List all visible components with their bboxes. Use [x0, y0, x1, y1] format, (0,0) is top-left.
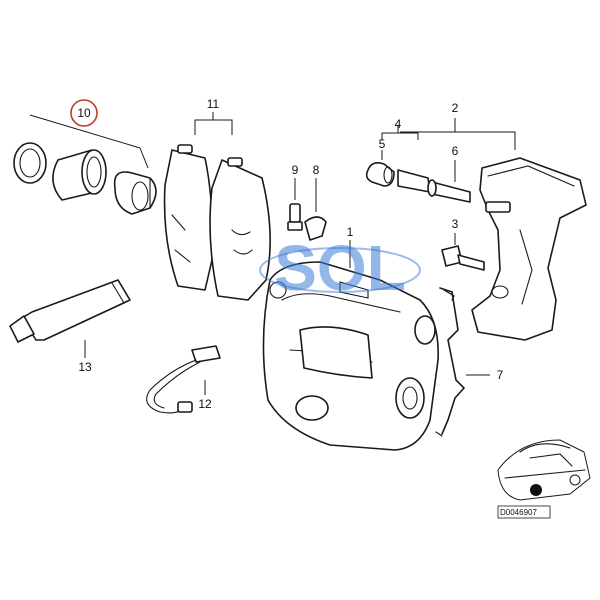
- part-3-bolt: [441, 233, 485, 271]
- leader-10-tail: [139, 147, 149, 169]
- part-10-piston-kit: [13, 114, 157, 215]
- reference-code: D0046907: [500, 508, 537, 517]
- callout-13: 13: [78, 360, 92, 374]
- tube-body: [21, 279, 131, 341]
- dust-boot: [113, 171, 157, 215]
- callout-1: 1: [347, 225, 354, 239]
- callout-9: 9: [292, 163, 299, 177]
- callout-5: 5: [379, 137, 386, 151]
- part-4-guide-kit: [381, 125, 419, 140]
- bolt-shank: [457, 254, 485, 271]
- tube-nozzle: [9, 315, 35, 343]
- seal-ring: [13, 142, 47, 184]
- highlight-circle-10: [70, 99, 98, 127]
- part-8-bleeder-cap: [304, 178, 327, 241]
- part-1-caliper-housing: [262, 240, 439, 451]
- callout-3: 3: [452, 217, 459, 231]
- callout-8: 8: [313, 163, 320, 177]
- leader-11: [194, 119, 233, 135]
- part-11-brake-pads: [163, 112, 271, 301]
- leader-2: [400, 131, 516, 150]
- callout-7: 7: [497, 368, 504, 382]
- part-7-anti-rattle-spring: [435, 287, 490, 437]
- callout-11: 11: [207, 97, 220, 111]
- vehicle-location-inset: D0046907: [497, 439, 591, 519]
- leader-10: [29, 114, 141, 149]
- part-9-bleeder-screw: [287, 178, 303, 231]
- callout-10: 10: [77, 106, 91, 120]
- leader-4: [381, 132, 419, 140]
- part-5-guide-bushing: [365, 150, 395, 187]
- brake-pad-inner: [163, 149, 214, 291]
- part-2-caliper-carrier: [400, 118, 587, 341]
- callout-labels: 10 11 2 4 5 6 9 8 3 1 13 7 12: [70, 97, 504, 411]
- carrier-bracket: [471, 157, 587, 341]
- part-13-grease-tube: [9, 279, 131, 358]
- wheel-location-marker: [530, 484, 542, 496]
- part-12-wear-sensor: [146, 345, 221, 414]
- part-6-guide-pin: [397, 160, 471, 203]
- brake-pad-outer: [209, 159, 271, 301]
- callout-4: 4: [395, 117, 402, 131]
- sensor-head: [191, 345, 221, 363]
- callout-12: 12: [198, 397, 212, 411]
- callout-6: 6: [452, 144, 459, 158]
- watermark-text: SOL: [274, 232, 406, 304]
- sensor-plug: [177, 401, 193, 413]
- callout-2: 2: [452, 101, 459, 115]
- watermark-logo: SOL: [259, 232, 421, 304]
